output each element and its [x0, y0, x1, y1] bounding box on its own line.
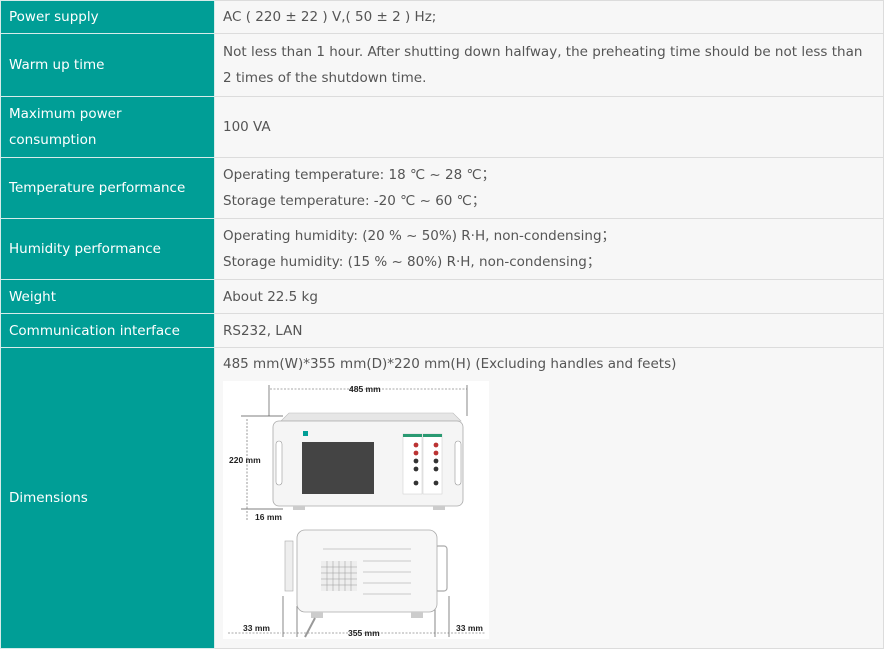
depth-label: 355 mm [348, 628, 380, 638]
spec-label: Warm up time [0, 33, 215, 97]
handle-right-label: 33 mm [456, 623, 483, 633]
spec-value: About 22.5 kg [214, 279, 884, 314]
handle-left-label: 33 mm [243, 623, 270, 633]
spec-value: 485 mm(W)*355 mm(D)*220 mm(H) (Excluding… [214, 347, 884, 649]
spec-label: Weight [0, 279, 215, 314]
height-label: 220 mm [229, 455, 261, 465]
spec-label: Communication interface [0, 313, 215, 348]
spec-line: Storage humidity: (15 % ~ 80%) R·H, non-… [223, 254, 601, 270]
spec-line: 485 mm(W)*355 mm(D)*220 mm(H) (Excluding… [223, 356, 677, 372]
spec-label: Humidity performance [0, 218, 215, 280]
spec-label: Temperature performance [0, 157, 215, 219]
spec-label: Power supply [0, 0, 215, 34]
spec-label: Dimensions [0, 347, 215, 649]
front-view [272, 412, 464, 510]
spec-value: Operating temperature: 18 ℃ ~ 28 ℃； Stora… [214, 157, 884, 219]
spec-line: Operating temperature: 18 ℃ ~ 28 ℃； [223, 167, 496, 183]
side-view [284, 529, 448, 638]
spec-value: Not less than 1 hour. After shutting dow… [214, 33, 884, 97]
dimensions-figure: 485 mm 220 mm 16 mm 33 mm 355 mm 33 mm [223, 381, 489, 639]
table-row: Dimensions 485 mm(W)*355 mm(D)*220 mm(H)… [0, 347, 884, 649]
feet-label: 16 mm [255, 512, 282, 522]
spec-line: Storage temperature: -20 ℃ ~ 60 ℃； [223, 193, 486, 209]
spec-line: Operating humidity: (20 % ~ 50%) R·H, no… [223, 228, 616, 244]
width-label: 485 mm [349, 384, 381, 394]
spec-value: 100 VA [214, 96, 884, 158]
spec-value: Operating humidity: (20 % ~ 50%) R·H, no… [214, 218, 884, 280]
spec-value: RS232, LAN [214, 313, 884, 348]
spec-label: Maximum power consumption [0, 96, 215, 158]
table-row: Humidity performance Operating humidity: … [0, 218, 884, 280]
spec-value: AC ( 220 ± 22 ) V,( 50 ± 2 ) Hz; [214, 0, 884, 34]
